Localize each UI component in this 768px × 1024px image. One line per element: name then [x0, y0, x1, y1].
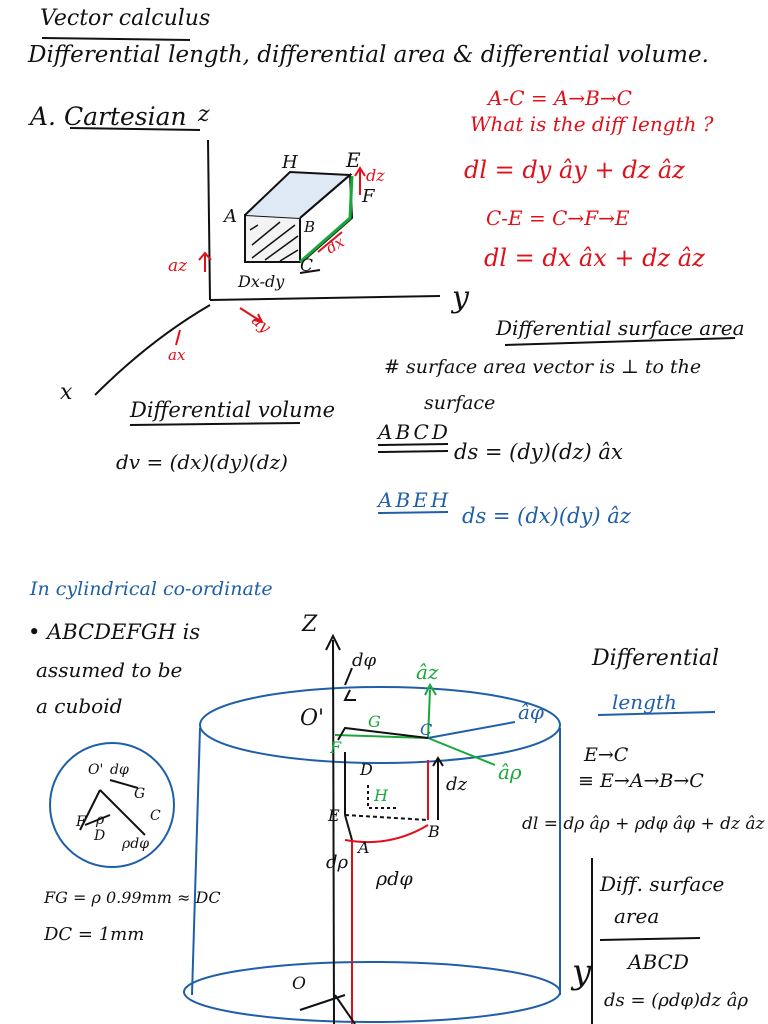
top-view-circle: [49, 742, 175, 868]
side-label-y: y: [572, 952, 592, 992]
face-ABCD: ABCD: [378, 420, 451, 444]
cyl-label-rhodphi: ρdφ: [376, 868, 413, 890]
cyl-label-dz: dz: [446, 774, 468, 795]
point-A: A: [224, 206, 237, 227]
path-E-to-C: E→C: [584, 744, 629, 766]
title-underline: [41, 37, 191, 41]
path-C-to-E: C-E = C→F→E: [486, 206, 630, 230]
volume-title: Differential volume: [130, 398, 336, 422]
cuboid-green-edge: [299, 175, 354, 264]
label-ax: ax: [168, 346, 186, 364]
note-line3: a cuboid: [36, 694, 123, 718]
diff-length-question: What is the diff length ?: [470, 112, 714, 136]
cyl-point-G: G: [368, 712, 381, 731]
z-axis-line: [207, 139, 211, 301]
circle-rhodphi: ρdφ: [122, 836, 149, 852]
circle-dphi: dφ: [110, 762, 129, 778]
path-E-A-B-C: ≡ E→A→B→C: [578, 770, 704, 792]
label-az: az: [168, 256, 188, 276]
ds-ABCD-equation: ds = (dy)(dz) âx: [454, 440, 623, 464]
diff-length-title: Differential: [592, 646, 720, 671]
dl-equation-2: dl = dx âx + dz âz: [484, 244, 705, 272]
cyl-unit-arho: âρ: [498, 760, 522, 784]
circle-F: F: [76, 814, 86, 830]
dv-equation: dv = (dx)(dy)(dz): [116, 450, 288, 474]
cylindrical-heading: In cylindrical co-ordinate: [30, 578, 273, 600]
x-axis-line: [94, 304, 211, 396]
point-E: E: [346, 148, 361, 172]
point-F: F: [362, 186, 375, 207]
axis-y-label: y: [452, 280, 469, 315]
cartesian-heading: A. Cartesian: [30, 102, 187, 131]
page-subtitle: Differential length, differential area &…: [28, 42, 709, 68]
cyl-point-C: C: [420, 720, 433, 739]
fg-equation: FG = ρ 0.99mm ≈ DC: [44, 888, 221, 907]
note-line2: assumed to be: [36, 658, 183, 682]
circle-D: D: [94, 828, 106, 844]
cyl-point-B: B: [428, 822, 440, 841]
label-dx-dy: Dx-dy: [238, 272, 285, 291]
surface-note-line2: surface: [424, 392, 496, 414]
diff-surface-subtitle: area: [614, 904, 660, 928]
cyl-point-H: H: [374, 786, 388, 805]
y-axis-line: [209, 295, 441, 301]
circle-C: C: [150, 808, 161, 824]
cartesian-axes: [41, 37, 736, 426]
cylindrical-element: [299, 682, 516, 1024]
cyl-label-drho: dρ: [326, 852, 349, 873]
cyl-point-F: F: [330, 738, 342, 757]
circle-rho: ρ: [96, 812, 105, 828]
diff-surface-title: Diff. surface: [600, 872, 725, 896]
point-C: C: [300, 256, 314, 276]
dl-equation-1: dl = dy ây + dz âz: [464, 156, 685, 184]
note-line1: • ABCDEFGH is: [28, 620, 201, 644]
circle-G: G: [134, 786, 146, 802]
axis-x-label: x: [60, 380, 73, 405]
cylinder-axis: [325, 633, 356, 1024]
dc-equation: DC = 1mm: [44, 924, 145, 945]
surface-note-line1: # surface area vector is ⊥ to the: [384, 356, 702, 378]
ds-ABEH-equation: ds = (dx)(dy) âz: [462, 504, 631, 528]
dl-cylindrical: dl = dρ âρ + ρdφ âφ + dz âz: [522, 814, 765, 834]
cyl-dphi-top: dφ: [352, 650, 377, 671]
surface-ds-equation: ds = (ρdφ)dz âρ: [604, 990, 749, 1011]
surface-area-title: Differential surface area: [496, 316, 745, 340]
right-divider: [591, 711, 716, 1024]
face-ABEH: ABEH: [378, 488, 452, 512]
cyl-unit-aphi: âφ: [518, 700, 544, 724]
cyl-point-D: D: [360, 760, 373, 779]
surface-face-ABCD: ABCD: [628, 950, 689, 974]
cyl-point-A: A: [358, 838, 370, 857]
surface-underline: [504, 337, 736, 346]
heading-underline: [69, 127, 201, 131]
cyl-point-E: E: [328, 806, 340, 825]
underlines-section1: [377, 443, 449, 514]
point-H: H: [282, 152, 298, 173]
axis-z-label: z: [198, 102, 210, 127]
volume-underline: [129, 422, 301, 426]
cylinder: [183, 686, 561, 1023]
red-unit-vectors: [175, 166, 366, 346]
cyl-unit-az: âz: [416, 660, 439, 684]
label-dz: dz: [366, 166, 385, 185]
cyl-origin-O: O: [292, 974, 306, 994]
path-A-to-C: A-C = A→B→C: [488, 86, 632, 110]
point-B: B: [304, 218, 316, 236]
circle-O-prime: O': [88, 762, 104, 778]
diff-length-subtitle: length: [612, 690, 677, 714]
cyl-O-prime: O': [300, 706, 325, 731]
page-title: Vector calculus: [40, 6, 211, 31]
cyl-axis-z: Z: [302, 612, 318, 637]
